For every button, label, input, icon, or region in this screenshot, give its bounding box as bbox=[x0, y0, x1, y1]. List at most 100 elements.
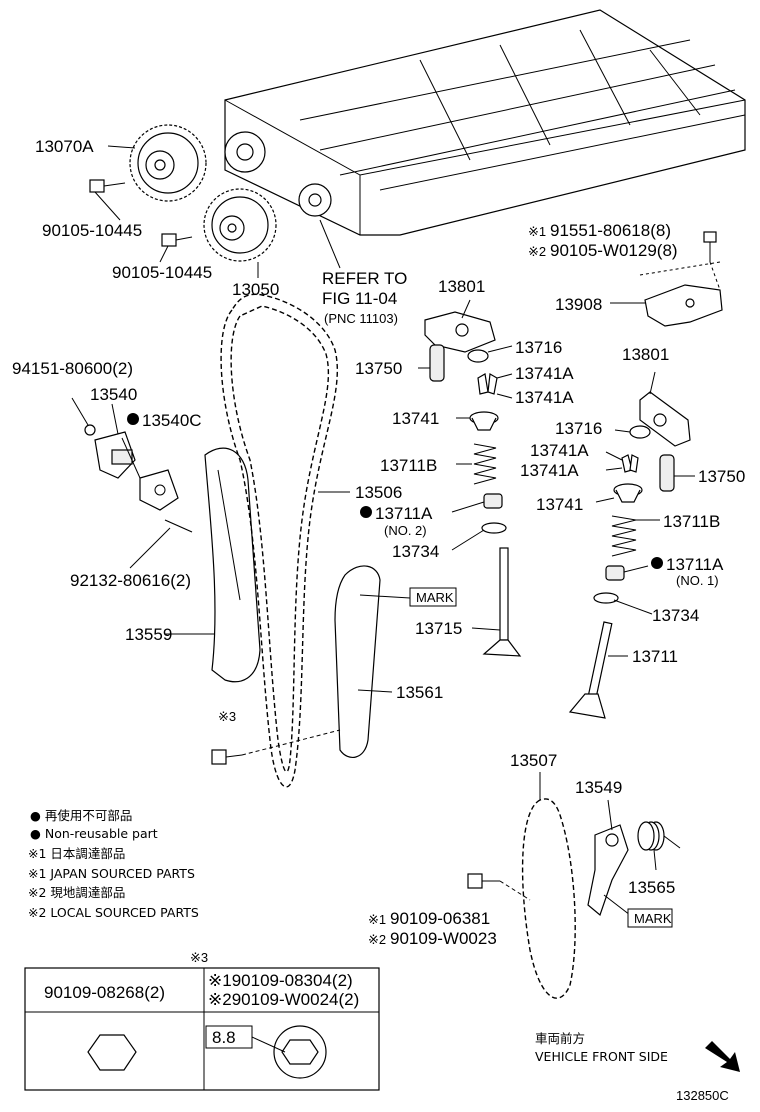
valve-lash-pad-13716-right bbox=[614, 425, 651, 439]
non-reusable-dot-icon bbox=[127, 413, 139, 425]
stud-92132-80616 bbox=[129, 519, 193, 569]
label-13559: 13559 bbox=[125, 625, 172, 644]
tensioner-gasket-13540c bbox=[121, 437, 179, 511]
legend-en-japan: ※1 JAPAN SOURCED PARTS bbox=[28, 866, 195, 881]
refer-line-1: REFER TO bbox=[322, 269, 407, 288]
label-13750-a: 13750 bbox=[355, 359, 402, 378]
ref-mark-1-a: ※1 bbox=[528, 224, 546, 239]
label-13908: 13908 bbox=[555, 295, 602, 314]
diagram-code: 132850C bbox=[676, 1088, 729, 1103]
chain-tensioner-arm-13549 bbox=[587, 799, 631, 917]
valve-stem-oil-seal-13711a-no2 bbox=[451, 493, 503, 513]
chain-guide-13559 bbox=[165, 447, 261, 683]
valve-spring-seat-13734-right bbox=[593, 592, 653, 615]
label-13716-a: 13716 bbox=[515, 338, 562, 357]
label-13750-b: 13750 bbox=[698, 467, 745, 486]
non-reusable-dot-icon bbox=[651, 557, 663, 569]
valve-spring-retainer-13741-right bbox=[595, 483, 643, 503]
label-90105-w0129: 90105-W0129(8) bbox=[550, 241, 678, 260]
lash-adjuster-13750-right bbox=[659, 454, 695, 492]
vehicle-front-arrow-icon bbox=[705, 1041, 740, 1072]
label-13741-a: 13741 bbox=[392, 409, 439, 428]
legend-jp-local: ※2 現地調達部品 bbox=[28, 885, 125, 900]
bolt-90109-06381 bbox=[467, 873, 531, 901]
label-13540c: 13540C bbox=[142, 411, 202, 430]
intake-valve-13711 bbox=[568, 621, 628, 719]
table-col2a: ※190109-08304(2) bbox=[208, 971, 353, 990]
label-13540: 13540 bbox=[90, 385, 137, 404]
label-13561: 13561 bbox=[396, 683, 443, 702]
legend-en-local: ※2 LOCAL SOURCED PARTS bbox=[28, 905, 199, 920]
refer-line-2: FIG 11-04 bbox=[322, 289, 397, 308]
label-91551-80618: 91551-80618(8) bbox=[550, 221, 671, 240]
label-13050: 13050 bbox=[232, 280, 279, 299]
label-13565: 13565 bbox=[628, 878, 675, 897]
label-13711a-a-sub: (NO. 2) bbox=[384, 523, 427, 538]
label-13711b-a: 13711B bbox=[380, 456, 437, 475]
front-en: VEHICLE FRONT SIDE bbox=[535, 1049, 668, 1064]
label-13801-b: 13801 bbox=[622, 345, 669, 364]
label-13741a-c: 13741A bbox=[530, 441, 589, 460]
rocker-arm-13801-left bbox=[424, 299, 496, 353]
label-90109-06381: 90109-06381 bbox=[390, 909, 490, 928]
label-13734-a: 13734 bbox=[392, 542, 439, 561]
valve-keepers-13741a-left bbox=[477, 373, 513, 399]
valve-lash-pad-13716-left bbox=[467, 345, 513, 363]
table-col2b: ※290109-W0024(2) bbox=[208, 990, 359, 1009]
chain-tensioner-13540 bbox=[71, 397, 136, 479]
label-13734-b: 13734 bbox=[652, 606, 699, 625]
table-col1: 90109-08268(2) bbox=[44, 983, 165, 1002]
front-jp: 車両前方 bbox=[535, 1031, 585, 1046]
ref-mark-2-a: ※2 bbox=[528, 244, 546, 259]
bolt-spec-table bbox=[24, 967, 380, 1091]
label-90105-10445-b: 90105-10445 bbox=[112, 263, 212, 282]
tensioner-spring-13565 bbox=[637, 821, 681, 871]
valve-spring-13711b-right bbox=[611, 515, 660, 557]
camshaft-timing-sprocket-13050 bbox=[203, 188, 277, 262]
exhaust-valve-13715 bbox=[471, 547, 522, 657]
legend-jp-japan: ※1 日本調達部品 bbox=[28, 846, 125, 861]
label-13507: 13507 bbox=[510, 751, 557, 770]
label-13716-b: 13716 bbox=[555, 419, 602, 438]
label-13741a-a: 13741A bbox=[515, 364, 574, 383]
label-13711: 13711 bbox=[632, 647, 678, 666]
non-reusable-dot-icon bbox=[360, 506, 372, 518]
table-grade: 8.8 bbox=[212, 1028, 236, 1047]
valve-stem-oil-seal-13711a-no1 bbox=[605, 565, 649, 581]
label-13741a-b: 13741A bbox=[515, 388, 574, 407]
label-90109-w0023: 90109-W0023 bbox=[390, 929, 497, 948]
lash-adjuster-13750-left bbox=[418, 344, 445, 382]
label-13711a-b-sub: (NO. 1) bbox=[676, 573, 719, 588]
label-mark-2: MARK bbox=[634, 911, 672, 926]
refer-line-3: (PNC 11103) bbox=[324, 311, 398, 326]
label-13741-b: 13741 bbox=[536, 495, 583, 514]
bracket-13908 bbox=[639, 231, 723, 327]
table-header-mark: ※3 bbox=[190, 950, 208, 965]
label-13711b-b: 13711B bbox=[663, 512, 720, 531]
label-94151-80600: 94151-80600(2) bbox=[12, 359, 133, 378]
bolt-90105-10445-a bbox=[89, 179, 126, 193]
label-13070a: 13070A bbox=[35, 137, 94, 156]
timing-chain-13506 bbox=[220, 293, 350, 788]
legend-jp-nonreusable: ● 再使用不可部品 bbox=[30, 808, 132, 823]
mark-box-1 bbox=[409, 587, 457, 607]
valve-spring-seat-13734-left bbox=[451, 522, 507, 551]
camshaft-timing-gear-13070a bbox=[129, 124, 207, 202]
bolt-ref3 bbox=[211, 729, 341, 765]
valve-keepers-13741a-right bbox=[605, 451, 639, 473]
mark-box-2 bbox=[627, 908, 673, 928]
bolt-90105-10445-b bbox=[161, 233, 193, 247]
rocker-arm-13801-right bbox=[639, 371, 691, 447]
label-13741a-d: 13741A bbox=[520, 461, 579, 480]
label-92132-80616: 92132-80616(2) bbox=[70, 571, 191, 590]
label-13711a-b: 13711A bbox=[666, 555, 724, 574]
oil-pump-chain-13507 bbox=[521, 772, 576, 999]
ref-mark-2-b: ※2 bbox=[368, 932, 386, 947]
label-13801-a: 13801 bbox=[438, 277, 485, 296]
valve-spring-13711b-left bbox=[456, 443, 497, 485]
chain-damper-13561 bbox=[334, 565, 411, 758]
cylinder-head-illustration bbox=[224, 9, 746, 236]
label-90105-10445-a: 90105-10445 bbox=[42, 221, 142, 240]
